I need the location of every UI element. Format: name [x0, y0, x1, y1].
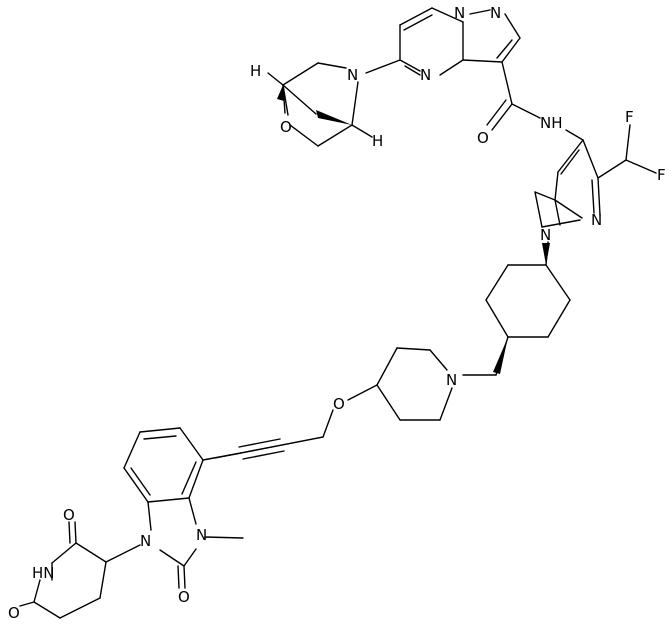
atom-label: N	[591, 211, 602, 229]
amide-bonds	[486, 61, 541, 131]
atom-label: N	[196, 526, 207, 544]
benzimidazolone-bonds	[123, 427, 244, 589]
atom-label: NH	[540, 114, 563, 132]
piperidine-bonds	[347, 347, 453, 421]
stereo-wedge	[542, 243, 550, 265]
atom-label: N	[540, 226, 551, 244]
cyclohexane-bonds	[462, 241, 571, 376]
stereo-wedge	[493, 337, 508, 374]
atom-label: N	[454, 4, 465, 22]
atom-label: N	[140, 532, 151, 550]
atom-label: F	[657, 166, 666, 184]
atom-label: N	[347, 66, 358, 84]
alkyne-bonds	[202, 409, 334, 461]
atom-label: O	[178, 588, 190, 606]
atom-label: O	[477, 129, 489, 147]
atom-label: N	[446, 371, 457, 389]
glutarimide-bonds	[19, 521, 141, 619]
atom-label: O	[333, 395, 345, 413]
pyrazolopyrimidine-bonds	[399, 7, 521, 76]
stereo-wedge	[316, 110, 352, 125]
atom-label: F	[625, 108, 634, 126]
stereo-wedge	[277, 85, 284, 101]
atom-label: HN	[32, 564, 55, 582]
atom-label: N	[490, 4, 501, 22]
bicycle-bonds	[267, 59, 401, 147]
atom-label: O	[280, 118, 292, 136]
atom-label: H	[372, 132, 383, 150]
atom-labels: N N N N O H H O NH F F N N N O N N O O H…	[8, 4, 666, 622]
atom-label: O	[8, 604, 20, 622]
atom-label: N	[420, 66, 431, 84]
atom-label: O	[63, 506, 75, 524]
pyrazole-bonds	[534, 124, 657, 228]
atom-label: H	[250, 62, 261, 80]
